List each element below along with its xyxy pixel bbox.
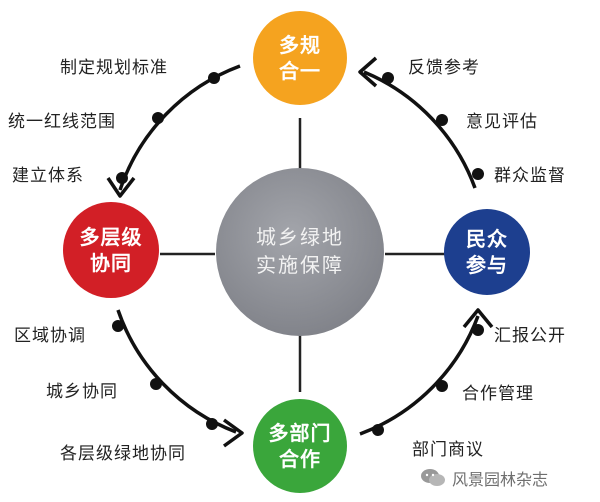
arc-label-tl-2: 统一红线范围 — [8, 112, 116, 132]
dot-rt-2 — [436, 114, 448, 126]
node-left-line1: 多层级 — [79, 225, 143, 249]
arc-label-lb-2: 城乡协同 — [46, 382, 118, 402]
arc-label-rt-3: 反馈参考 — [408, 58, 480, 78]
dot-rt-3 — [382, 72, 394, 84]
center-label-line1: 城乡绿地 — [256, 225, 344, 249]
arc-label-lb-3: 各层级绿地协同 — [60, 444, 186, 464]
arc-top-left — [118, 64, 241, 191]
dot-br-2 — [436, 380, 448, 392]
arc-label-br-3: 汇报公开 — [494, 326, 566, 346]
arc-label-rt-2: 意见评估 — [466, 112, 538, 132]
dot-tl-2 — [152, 112, 164, 124]
center-label: 城乡绿地 实施保障 — [220, 223, 380, 279]
dot-tl-3 — [116, 172, 128, 184]
node-bottom-line1: 多部门 — [268, 421, 332, 445]
node-left-line2: 协同 — [90, 251, 132, 275]
arc-left-bottom — [116, 309, 237, 434]
wechat-icon — [421, 469, 445, 486]
node-top-line2: 合一 — [279, 59, 321, 83]
center-circle — [216, 168, 384, 336]
arrowhead-top-left — [106, 176, 136, 198]
arc-label-br-2: 合作管理 — [462, 384, 534, 404]
arc-label-tl-1: 制定规划标准 — [60, 58, 168, 78]
dot-lb-2 — [150, 378, 162, 390]
arrowhead-bottom-right — [462, 308, 494, 329]
node-top-label: 多规 合一 — [250, 32, 350, 84]
node-right-label: 民众 参与 — [437, 226, 537, 278]
watermark-text: 风景园林杂志 — [452, 470, 549, 489]
dot-br-1 — [372, 424, 384, 436]
node-bottom-circle — [253, 399, 347, 493]
arc-label-tl-3: 建立体系 — [12, 166, 84, 186]
arc-label-br-1: 部门商议 — [412, 440, 484, 460]
node-bottom-label: 多部门 合作 — [250, 420, 350, 472]
node-bottom-line2: 合作 — [279, 447, 321, 471]
node-right-line2: 参与 — [466, 253, 508, 277]
node-left-label: 多层级 协同 — [61, 224, 161, 276]
node-right-circle — [444, 209, 530, 295]
node-top-circle — [253, 11, 347, 105]
arc-label-lb-1: 区域协调 — [14, 326, 86, 346]
node-top-line1: 多规 — [279, 33, 321, 57]
arc-label-rt-1: 群众监督 — [494, 166, 566, 186]
node-right-line1: 民众 — [466, 227, 508, 251]
dot-lb-3 — [206, 418, 218, 430]
dot-lb-1 — [112, 320, 124, 332]
dot-br-3 — [472, 324, 484, 336]
arrowhead-right-top — [358, 56, 378, 88]
arc-bottom-right — [359, 315, 480, 436]
watermark: 风景园林杂志 — [420, 466, 548, 490]
node-left-circle — [63, 202, 159, 298]
dot-tl-1 — [208, 72, 220, 84]
arc-right-top — [363, 70, 477, 189]
center-label-line2: 实施保障 — [256, 253, 344, 277]
dot-rt-1 — [472, 168, 484, 180]
arrowhead-left-bottom — [222, 418, 244, 448]
